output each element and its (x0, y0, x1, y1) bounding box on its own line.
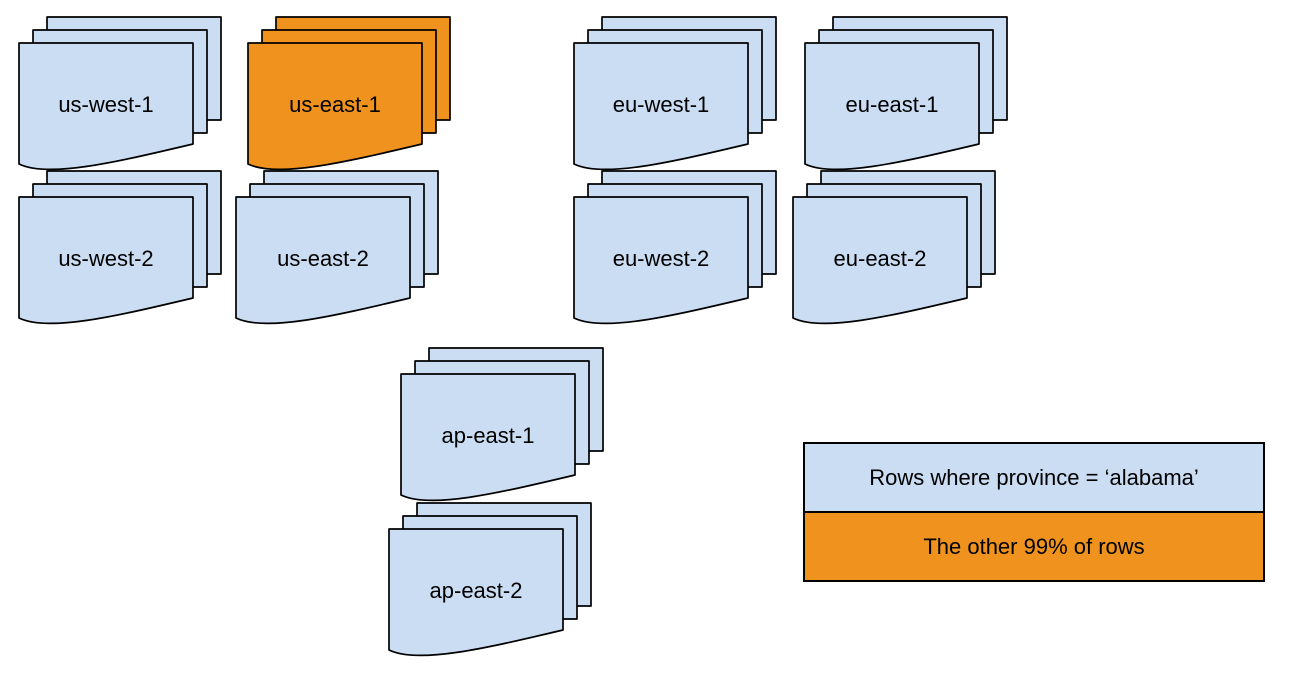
stack-page-front-document (400, 373, 576, 502)
region-stack-eu-west-2: eu-west-2 (573, 170, 777, 325)
stack-page-front-document (247, 42, 423, 171)
legend-item-alabama-rows: Rows where province = ‘alabama’ (805, 444, 1263, 513)
stack-page-front-document (573, 42, 749, 171)
region-stack-us-west-1: us-west-1 (18, 16, 222, 171)
stack-page-front-document (235, 196, 411, 325)
region-label: eu-west-1 (613, 92, 710, 117)
region-label: us-east-2 (277, 246, 369, 271)
region-stack-eu-west-1: eu-west-1 (573, 16, 777, 171)
stack-page-front-document (18, 196, 194, 325)
region-stack-ap-east-1: ap-east-1 (400, 347, 604, 502)
legend-label: The other 99% of rows (923, 533, 1145, 559)
region-label: eu-east-1 (846, 92, 939, 117)
region-label: eu-east-2 (834, 246, 927, 271)
region-stack-us-west-2: us-west-2 (18, 170, 222, 325)
region-stack-us-east-1: us-east-1 (247, 16, 451, 171)
region-stack-eu-east-2: eu-east-2 (792, 170, 996, 325)
stack-page-front-document (573, 196, 749, 325)
region-label: ap-east-2 (430, 578, 523, 603)
stack-page-front-document (804, 42, 980, 171)
region-stack-us-east-2: us-east-2 (235, 170, 439, 325)
region-label: us-west-2 (58, 246, 153, 271)
region-stack-eu-east-1: eu-east-1 (804, 16, 1008, 171)
legend-item-other-rows: The other 99% of rows (805, 513, 1263, 580)
legend: Rows where province = ‘alabama’ The othe… (803, 442, 1265, 582)
stack-page-front-document (18, 42, 194, 171)
region-stack-ap-east-2: ap-east-2 (388, 502, 592, 657)
stack-page-front-document (388, 528, 564, 657)
region-label: ap-east-1 (442, 423, 535, 448)
legend-label: Rows where province = ‘alabama’ (869, 464, 1199, 490)
region-label: us-east-1 (289, 92, 381, 117)
region-label: eu-west-2 (613, 246, 710, 271)
region-label: us-west-1 (58, 92, 153, 117)
stack-page-front-document (792, 196, 968, 325)
